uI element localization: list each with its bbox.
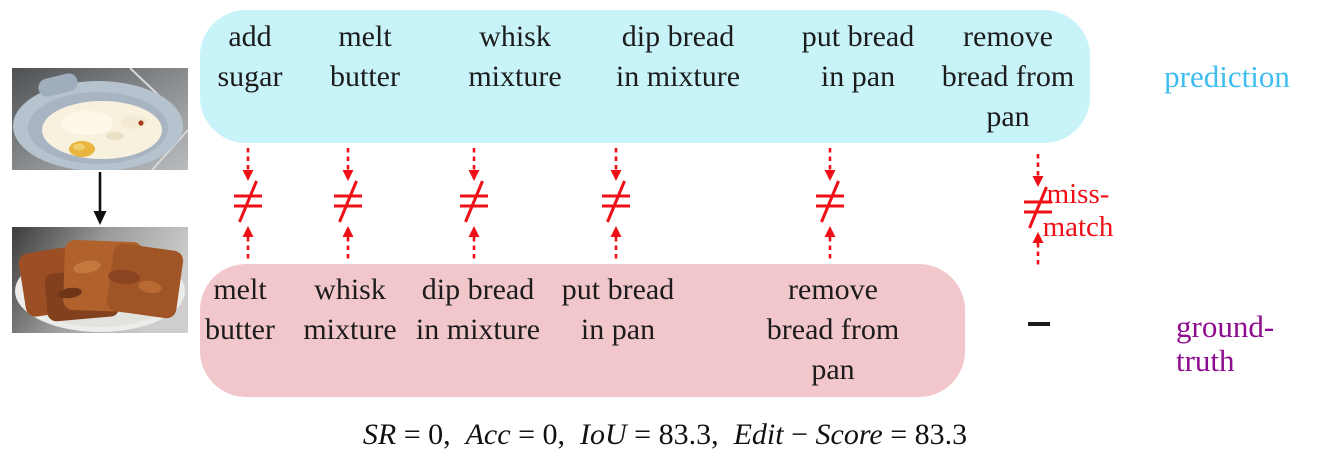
not-equal-icon	[234, 148, 262, 260]
prediction-step-1: add sugar	[217, 20, 283, 93]
prediction-step-3: whisk mixture	[468, 20, 562, 93]
metric-edit: Edit	[733, 418, 784, 451]
metric-sr: SR	[362, 418, 397, 451]
metric-iou: IoU	[580, 418, 627, 451]
mismatch-column-1	[226, 148, 270, 262]
prediction-step-6: remove bread from pan	[941, 20, 1075, 133]
mismatch-column-5	[808, 148, 852, 262]
miss-match-label: miss- match	[1042, 178, 1114, 243]
ground-truth-step-1: melt butter	[205, 273, 275, 346]
prediction-step-2: melt butter	[330, 20, 400, 93]
mismatch-column-2	[326, 148, 370, 262]
mismatch-column-3	[452, 148, 496, 262]
bowl-with-milk-egg-mixture-photo	[12, 68, 188, 170]
ground-truth-step-2: whisk mixture	[303, 273, 397, 346]
not-equal-icon	[460, 148, 488, 260]
not-equal-icon	[1024, 154, 1052, 266]
mismatch-column-4	[594, 148, 638, 262]
not-equal-icon	[602, 148, 630, 260]
ground-truth-step-4: put bread in pan	[561, 273, 675, 346]
metric-score: Score	[815, 418, 883, 451]
ground-truth-label: ground-truth	[1176, 309, 1275, 378]
prediction-box	[200, 10, 1090, 143]
french-toast-on-plate-photo	[12, 227, 188, 333]
not-equal-icon	[334, 148, 362, 260]
first-frame-photo	[12, 68, 188, 170]
ground-truth-box	[200, 264, 965, 397]
missing-slot-dash	[1028, 322, 1050, 326]
last-frame-photo	[12, 227, 188, 333]
metric-acc: Acc	[465, 418, 511, 451]
prediction-step-4: dip bread in mixture	[615, 20, 741, 93]
prediction-label: prediction	[1164, 59, 1290, 94]
ground-truth-step-5: remove bread from pan	[766, 273, 900, 386]
not-equal-icon	[816, 148, 844, 260]
ground-truth-step-3: dip bread in mixture	[415, 273, 541, 346]
metrics-formula: SR = 0, Acc = 0, IoU = 83.3, Edit − Scor…	[362, 418, 968, 451]
mismatch-column-6	[1016, 154, 1060, 268]
down-arrow-icon	[90, 170, 110, 226]
prediction-step-5: put bread in pan	[801, 20, 915, 93]
